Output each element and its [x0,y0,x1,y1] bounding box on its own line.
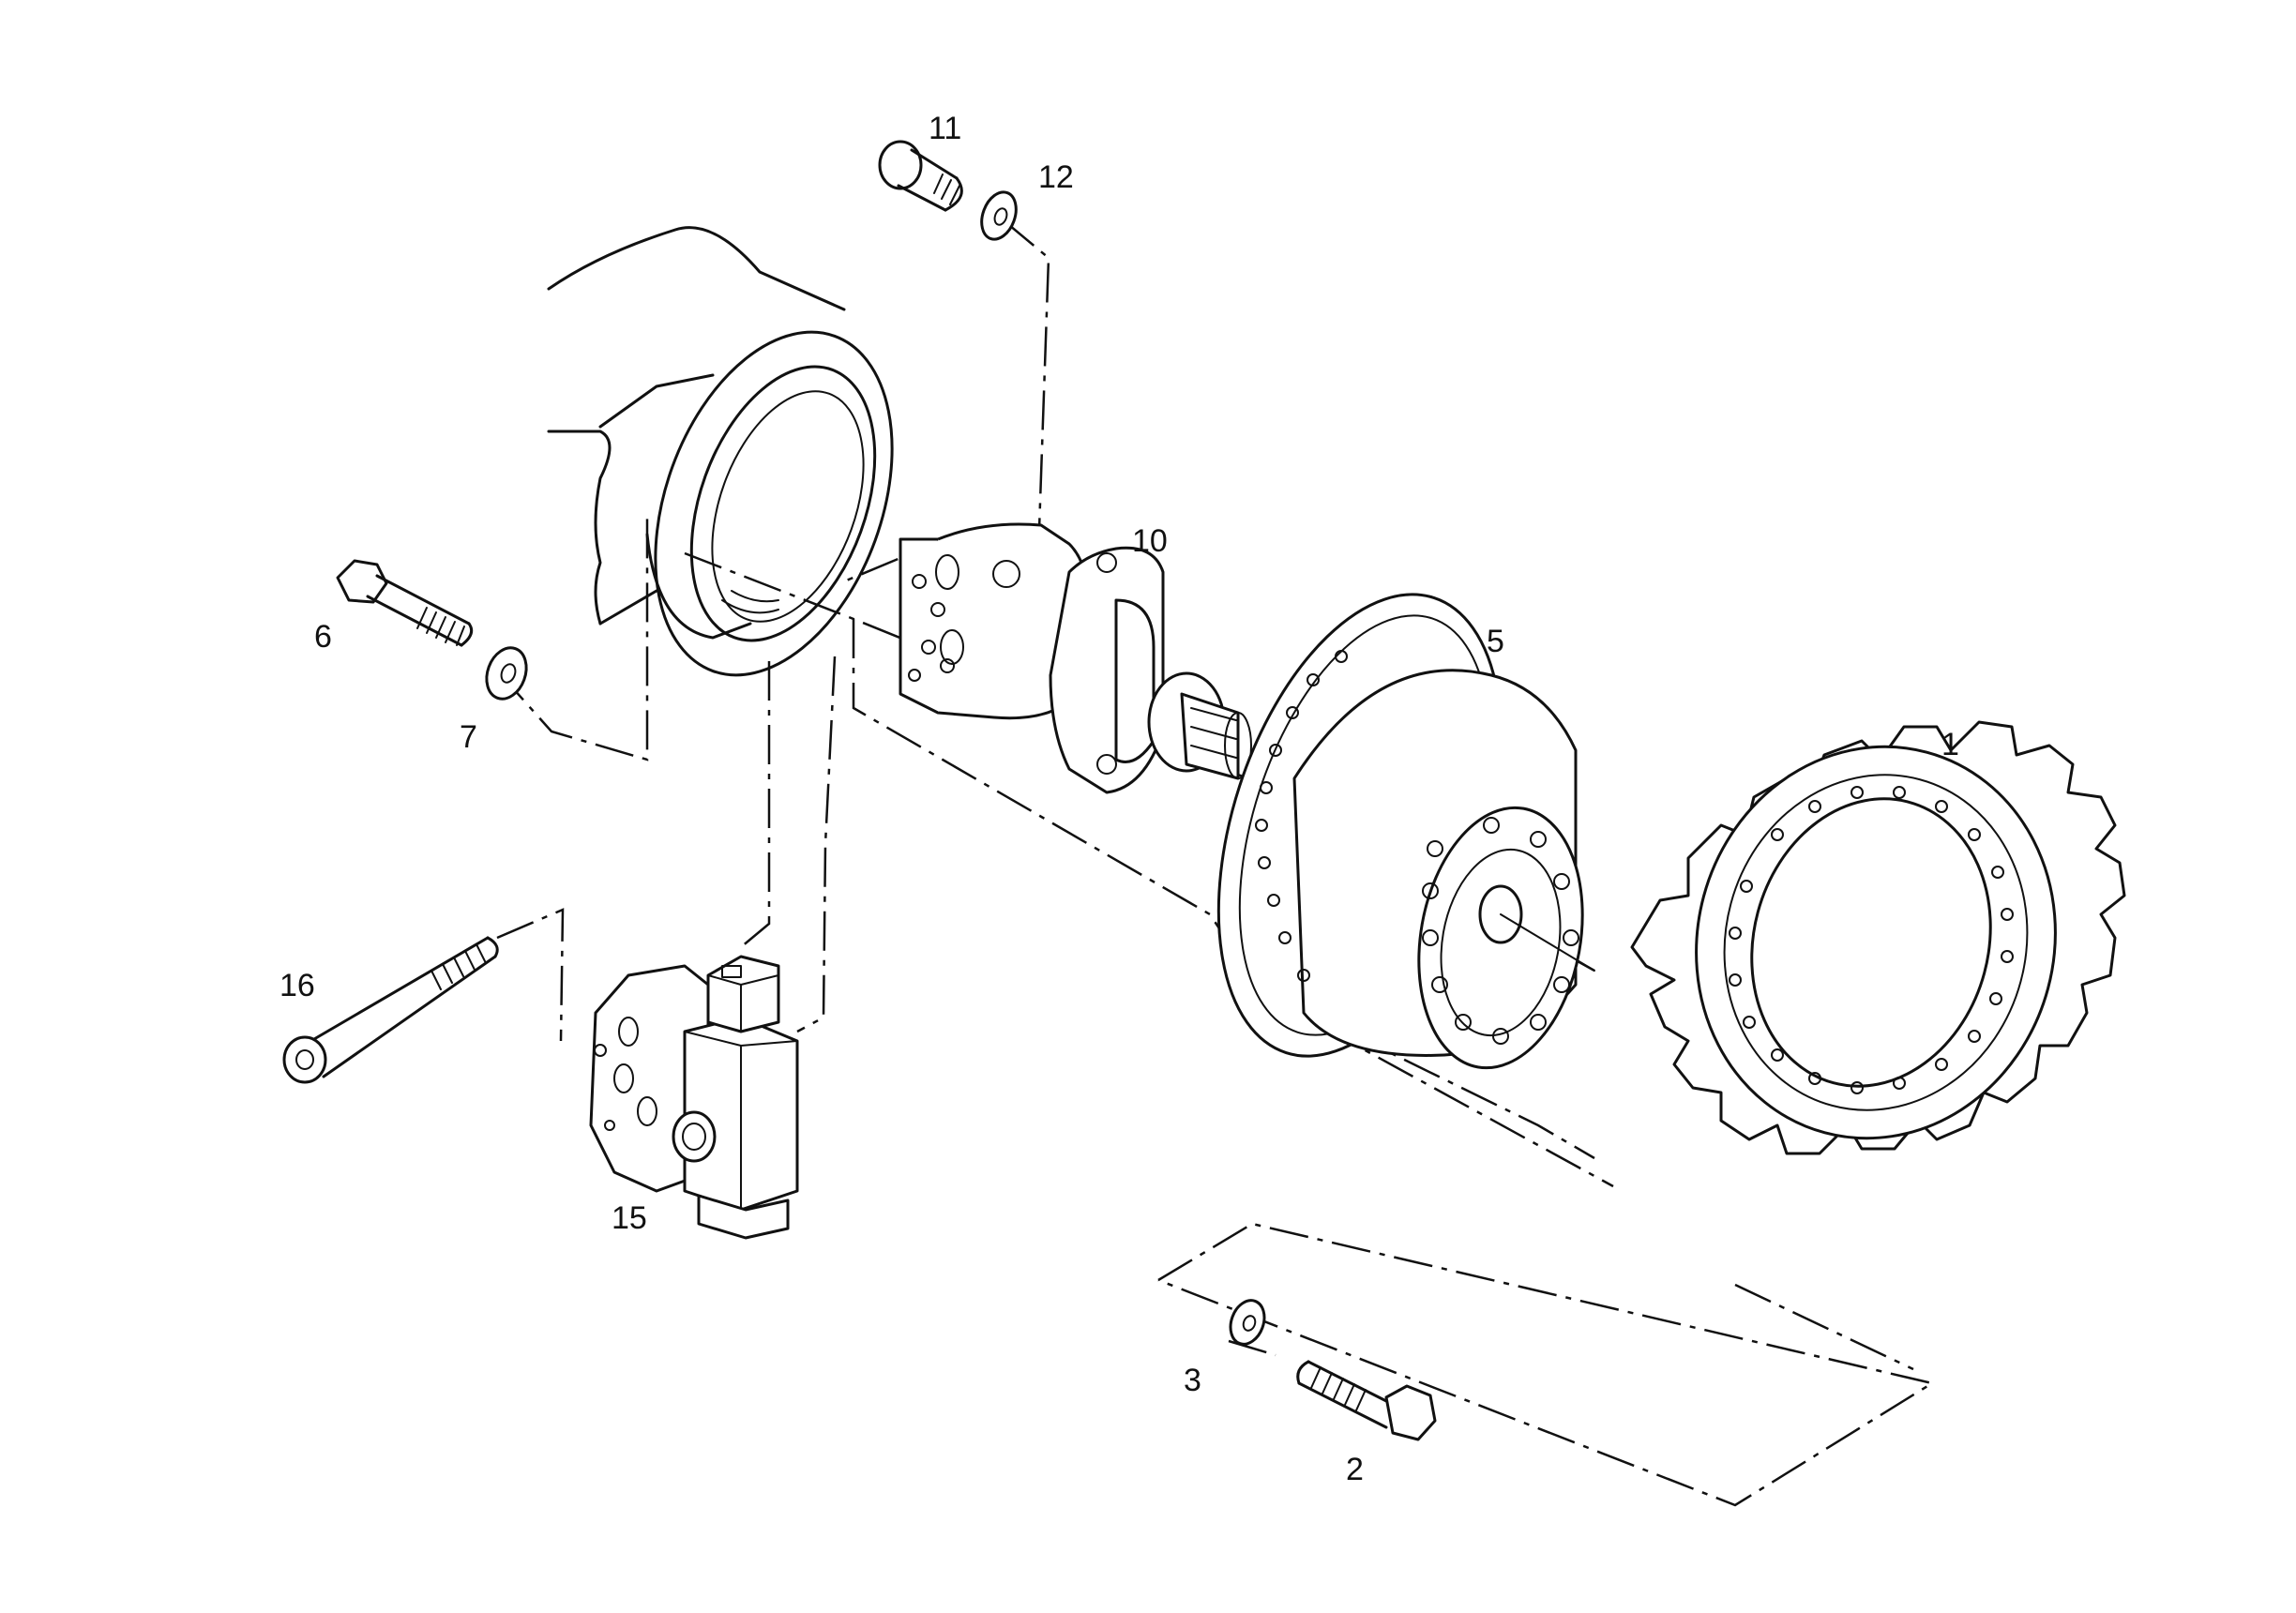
callout-1: 1 [1941,727,1959,762]
bolt-6-icon [336,559,474,647]
assembly-lines [496,219,1936,1507]
callout-12: 12 [1038,159,1074,195]
callout-7: 7 [460,719,477,755]
track-frame-housing [547,226,894,677]
hydraulic-motor-10-icon [899,522,1252,794]
callout-3: 3 [1184,1363,1201,1398]
sprocket-1-icon [1630,720,2126,1155]
callout-5: 5 [1487,624,1504,659]
callout-15: 15 [612,1200,647,1236]
capscrew-16-icon [282,936,499,1084]
bolt-2-icon [1296,1360,1437,1441]
valve-block-15-icon [589,955,799,1240]
callout-16: 16 [279,968,315,1003]
callout-labels: 1 2 3 5 6 7 10 11 12 15 16 [279,111,1959,1487]
callout-2: 2 [1346,1452,1364,1487]
washer-12-icon [980,190,1018,241]
final-drive-gearbox-5-icon [1216,593,1595,1070]
callout-6: 6 [314,619,332,655]
washer-3-icon [1229,1299,1266,1346]
washer-7-icon [485,646,528,701]
capscrew-11-icon [878,140,963,212]
callout-10: 10 [1132,523,1168,559]
callout-11: 11 [929,111,961,146]
